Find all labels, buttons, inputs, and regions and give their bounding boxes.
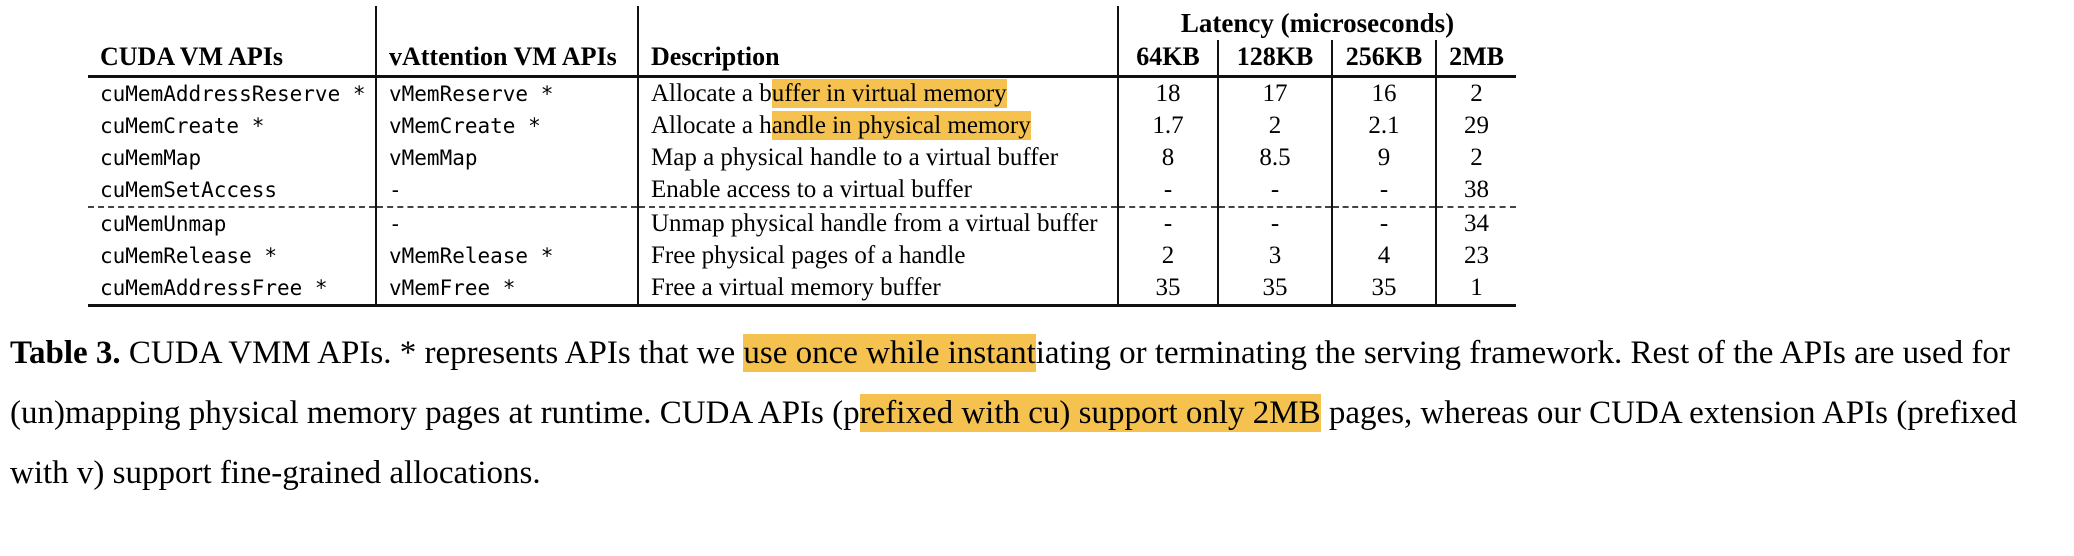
latency-256kb-cell: 16	[1332, 76, 1437, 110]
description-text: Allocate a b	[651, 79, 772, 107]
vattention-api-cell: -	[376, 205, 639, 240]
description-text: Free physical pages of a handle	[651, 241, 966, 269]
description-cell: Allocate a buffer in virtual memory	[638, 76, 1119, 110]
vattention-api-cell: vMemReserve *	[376, 76, 639, 110]
latency-64kb-cell: 18	[1118, 76, 1219, 110]
latency-64kb-cell: 8	[1118, 141, 1219, 174]
latency-128kb-cell: 2	[1218, 109, 1333, 142]
description-text: Allocate a h	[651, 111, 772, 139]
col-header-64kb: 64KB	[1118, 40, 1219, 78]
latency-64kb-cell: 35	[1118, 271, 1219, 307]
description-text: Free a virtual memory buffer	[651, 273, 941, 301]
latency-2mb-cell: 1	[1436, 271, 1517, 307]
table-row: cuMemUnmap - Unmap physical handle from …	[88, 205, 1517, 240]
col-header-cuda-apis: CUDA VM APIs	[88, 40, 377, 78]
header-spacer	[88, 6, 377, 40]
table-row: cuMemRelease * vMemRelease * Free physic…	[88, 239, 1516, 272]
cuda-api-cell: cuMemUnmap	[88, 205, 377, 240]
column-header-row: CUDA VM APIs vAttention VM APIs Descript…	[88, 40, 1517, 78]
caption-highlight: refixed with cu) support only 2MB	[859, 393, 1321, 432]
caption-label: Table 3.	[10, 334, 121, 371]
cuda-api-cell: cuMemSetAccess	[88, 173, 377, 207]
table-row: cuMemMap vMemMap Map a physical handle t…	[88, 141, 1516, 174]
latency-2mb-cell: 38	[1464, 175, 1490, 203]
latency-256kb-cell: 9	[1332, 141, 1437, 174]
latency-128kb-cell: 35	[1218, 271, 1333, 307]
description-cell: Map a physical handle to a virtual buffe…	[638, 141, 1119, 174]
description-cell: Unmap physical handle from a virtual buf…	[638, 205, 1119, 240]
table-row: cuMemAddressFree * vMemFree * Free a vir…	[88, 271, 1517, 307]
latency-2mb-cell: 2	[1470, 143, 1483, 171]
col-header-vattention-apis: vAttention VM APIs	[376, 40, 639, 78]
latency-256kb-cell: 2.1	[1332, 109, 1437, 142]
cuda-api-cell: cuMemAddressFree *	[88, 271, 377, 307]
header-spacer	[376, 6, 639, 40]
latency-2mb-cell: 29	[1464, 111, 1490, 139]
latency-group-header-row: Latency (microseconds)	[88, 6, 1516, 40]
vattention-api-cell: vMemCreate *	[376, 109, 639, 142]
table-row: cuMemSetAccess - Enable access to a virt…	[88, 173, 1516, 207]
description-cell: Enable access to a virtual buffer	[638, 173, 1119, 207]
cuda-api-cell: cuMemAddressReserve *	[88, 76, 377, 110]
col-header-128kb: 128KB	[1218, 40, 1333, 78]
vattention-api-cell: vMemFree *	[376, 271, 639, 307]
latency-64kb-cell: -	[1118, 205, 1219, 240]
vattention-api-cell: vMemMap	[376, 141, 639, 174]
latency-128kb-cell: -	[1218, 205, 1333, 240]
description-cell: Free physical pages of a handle	[638, 239, 1119, 272]
table-row: cuMemAddressReserve * vMemReserve * Allo…	[88, 76, 1516, 110]
latency-128kb-cell: 3	[1218, 239, 1333, 272]
latency-256kb-cell: -	[1332, 205, 1437, 240]
paper-table-figure: Latency (microseconds) CUDA VM APIs vAtt…	[10, 6, 2070, 503]
header-spacer	[638, 6, 1119, 40]
description-cell: Free a virtual memory buffer	[638, 271, 1119, 307]
col-header-2mb: 2MB	[1436, 40, 1517, 78]
latency-64kb-cell: -	[1118, 173, 1219, 207]
latency-64kb-cell: 2	[1118, 239, 1219, 272]
latency-2mb-cell: 2	[1470, 79, 1483, 107]
latency-group-header: Latency (microseconds)	[1180, 8, 1455, 38]
vattention-api-cell: vMemRelease *	[376, 239, 639, 272]
cuda-api-cell: cuMemRelease *	[88, 239, 377, 272]
latency-2mb-cell: 23	[1464, 241, 1490, 269]
caption-text: CUDA VMM APIs. * represents APIs that we	[120, 334, 744, 371]
latency-128kb-cell: 17	[1218, 76, 1333, 110]
latency-256kb-cell: 35	[1332, 271, 1437, 307]
cuda-api-cell: cuMemMap	[88, 141, 377, 174]
latency-64kb-cell: 1.7	[1118, 109, 1219, 142]
caption-highlight: use once while instant	[743, 333, 1036, 372]
latency-2mb-cell: 34	[1436, 205, 1517, 240]
description-text: Unmap physical handle from a virtual buf…	[651, 209, 1098, 237]
latency-256kb-cell: -	[1332, 173, 1437, 207]
description-highlight: uffer in virtual memory	[771, 78, 1007, 108]
col-header-256kb: 256KB	[1332, 40, 1437, 78]
cuda-vmm-api-table: Latency (microseconds) CUDA VM APIs vAtt…	[88, 6, 1517, 307]
latency-128kb-cell: -	[1218, 173, 1333, 207]
description-text: Map a physical handle to a virtual buffe…	[651, 143, 1059, 171]
latency-128kb-cell: 8.5	[1218, 141, 1333, 174]
caption-text: iating or terminating the serving framew…	[10, 334, 2010, 431]
description-highlight: andle in physical memory	[771, 110, 1031, 140]
table-row: cuMemCreate * vMemCreate * Allocate a ha…	[88, 109, 1516, 142]
description-cell: Allocate a handle in physical memory	[638, 109, 1119, 142]
table-caption: Table 3. CUDA VMM APIs. * represents API…	[10, 323, 2070, 503]
col-header-description: Description	[638, 40, 1119, 78]
latency-256kb-cell: 4	[1332, 239, 1437, 272]
cuda-api-cell: cuMemCreate *	[88, 109, 377, 142]
caption-text: pages, whereas our CUDA extension APIs (…	[10, 394, 2018, 491]
description-text: Enable access to a virtual buffer	[651, 175, 972, 203]
vattention-api-cell: -	[376, 173, 639, 207]
